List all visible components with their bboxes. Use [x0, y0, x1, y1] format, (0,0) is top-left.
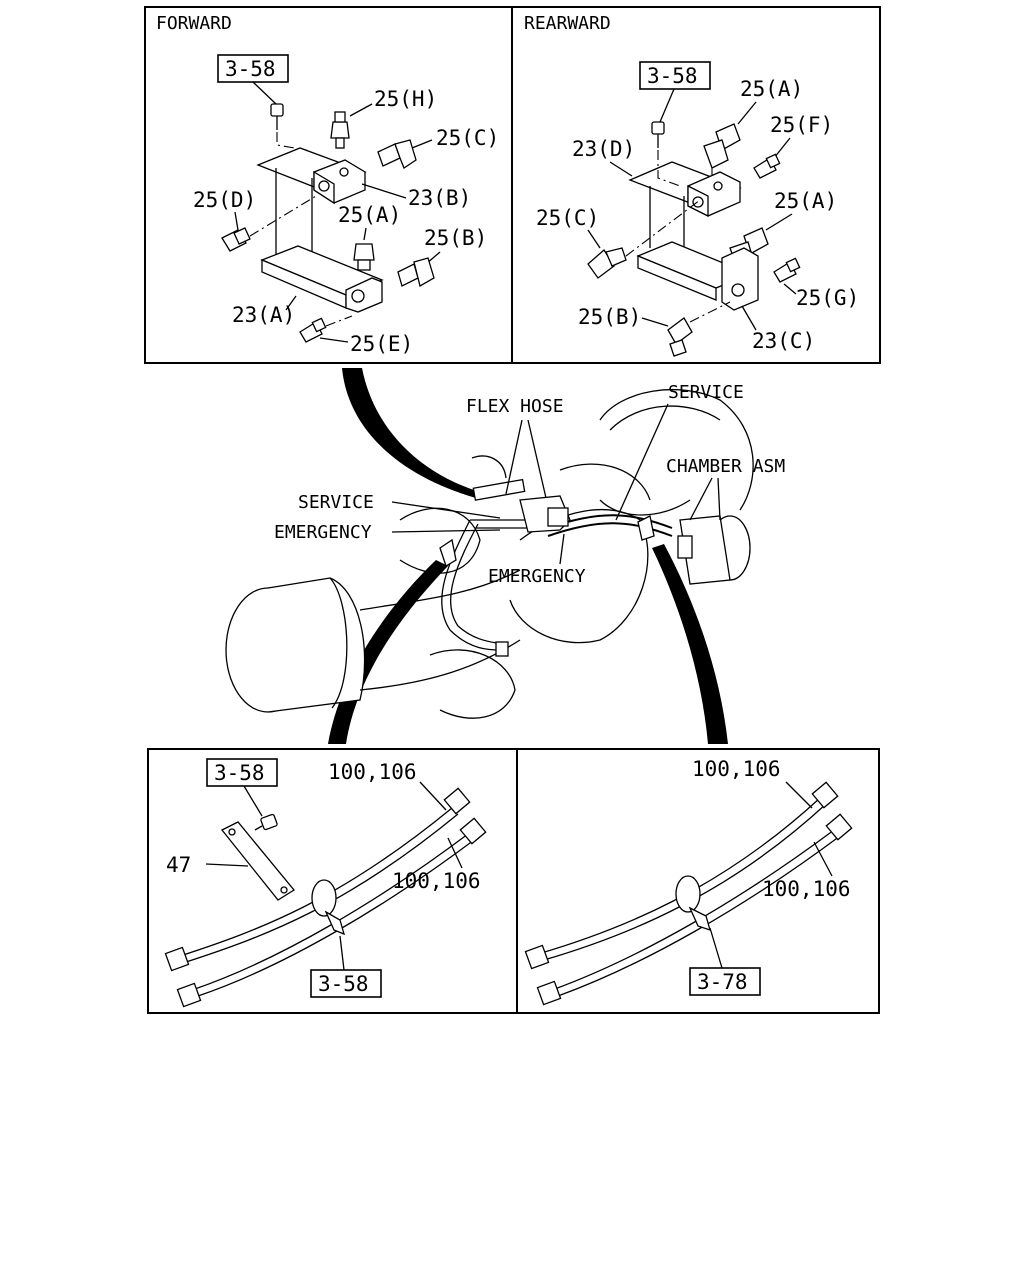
- rearward-ref-box-label: 3-58: [647, 64, 698, 88]
- forward-label-25d: 25(D): [193, 188, 256, 212]
- label-chamber-asm: CHAMBER ASM: [666, 456, 785, 477]
- forward-block-23a: [260, 245, 384, 313]
- forward-fitting-25e: [299, 317, 327, 343]
- bottom-panels-frame: [147, 748, 880, 1014]
- rearward-block-23d: [628, 161, 742, 218]
- forward-bolt: [270, 103, 284, 130]
- forward-label-25c: 25(C): [436, 126, 499, 150]
- rearward-label-23c: 23(C): [752, 329, 815, 353]
- hose-right-hoses: [524, 781, 853, 1006]
- hose-left-label-100-mid: 100,106: [392, 869, 481, 893]
- rearward-elbow-25c: [587, 247, 627, 279]
- rearward-label-25b: 25(B): [578, 305, 641, 329]
- forward-panel: FORWARD 3-58 25(H): [156, 13, 499, 356]
- forward-elbow-25c: [377, 139, 417, 169]
- rearward-label-23d: 23(D): [572, 137, 635, 161]
- label-flex-hose: FLEX HOSE: [466, 396, 564, 417]
- rearward-bolt: [651, 121, 665, 148]
- axle-assembly-view: FLEX HOSE SERVICE CHAMBER ASM SERVICE EM…: [225, 368, 785, 744]
- forward-title: FORWARD: [156, 13, 232, 34]
- callout-swoosh-top-left: [342, 368, 480, 498]
- brake-chamber: [677, 515, 751, 585]
- hose-right-ref-box: 3-78: [689, 967, 761, 996]
- forward-fitting-25h: [330, 111, 350, 149]
- rearward-label-25c: 25(C): [536, 206, 599, 230]
- hose-left-ref-box-top: 3-58: [206, 758, 278, 787]
- left-brake-drum: [225, 577, 366, 713]
- hose-clamp-right: [637, 515, 655, 541]
- label-emergency-left: EMERGENCY: [274, 522, 372, 543]
- bracket-47: [220, 821, 295, 901]
- hose-right-label-100-mid: 100,106: [762, 877, 851, 901]
- rearward-label-25g: 25(G): [796, 286, 859, 310]
- rearward-fitting-25f: [753, 153, 781, 179]
- forward-fitting-25a: [353, 243, 375, 271]
- rearward-fitting-25g: [773, 257, 801, 283]
- differential-housing: [599, 388, 754, 516]
- hose-right-ref-box-label: 3-78: [697, 970, 748, 994]
- hose-left-bolt: [254, 813, 278, 831]
- label-service-left: SERVICE: [298, 492, 374, 513]
- forward-label-25h: 25(H): [374, 87, 437, 111]
- forward-label-23b: 23(B): [408, 186, 471, 210]
- axle-valve-block: [472, 478, 571, 533]
- hose-right-label-100-top: 100,106: [692, 757, 781, 781]
- forward-elbow-25b: [397, 257, 435, 287]
- rearward-ref-box: 3-58: [639, 61, 711, 90]
- forward-block-23b: [256, 147, 367, 205]
- hose-left-ref-box-bottom-label: 3-58: [318, 972, 369, 996]
- forward-label-23a: 23(A): [232, 303, 295, 327]
- rearward-label-25a-top: 25(A): [740, 77, 803, 101]
- forward-label-25a: 25(A): [338, 203, 401, 227]
- hose-left-ref-box-bottom: 3-58: [310, 969, 382, 998]
- callout-swoosh-bottom-right: [652, 544, 728, 744]
- hose-left-label-100-top: 100,106: [328, 760, 417, 784]
- rearward-elbow-25b: [667, 317, 693, 357]
- rearward-label-25a-mid: 25(A): [774, 189, 837, 213]
- label-service-top: SERVICE: [668, 382, 744, 403]
- forward-label-25e: 25(E): [350, 332, 413, 356]
- forward-ref-box-label: 3-58: [225, 57, 276, 81]
- rearward-label-25f: 25(F): [770, 113, 833, 137]
- hose-left-label-47: 47: [166, 853, 191, 877]
- hose-left-panel: 3-58 47 100,106: [164, 758, 487, 1008]
- hose-left-ref-box-top-label: 3-58: [214, 761, 265, 785]
- forward-fitting-25d: [221, 227, 251, 252]
- hose-right-panel: 100,106 100,106 3-78: [524, 757, 853, 1006]
- hose-left-hoses: [164, 787, 487, 1008]
- label-emergency-center: EMERGENCY: [488, 566, 586, 587]
- top-panels-frame: [144, 6, 881, 364]
- rearward-elbow-25a-top: [703, 123, 741, 169]
- forward-label-25b: 25(B): [424, 226, 487, 250]
- rearward-panel: REARWARD 3-58 25(A) 25(F) 23(D): [524, 13, 859, 357]
- rearward-title: REARWARD: [524, 13, 611, 34]
- hose-clamp-left: [439, 538, 457, 567]
- forward-ref-box: 3-58: [217, 54, 289, 83]
- rearward-block-23c: [636, 241, 759, 311]
